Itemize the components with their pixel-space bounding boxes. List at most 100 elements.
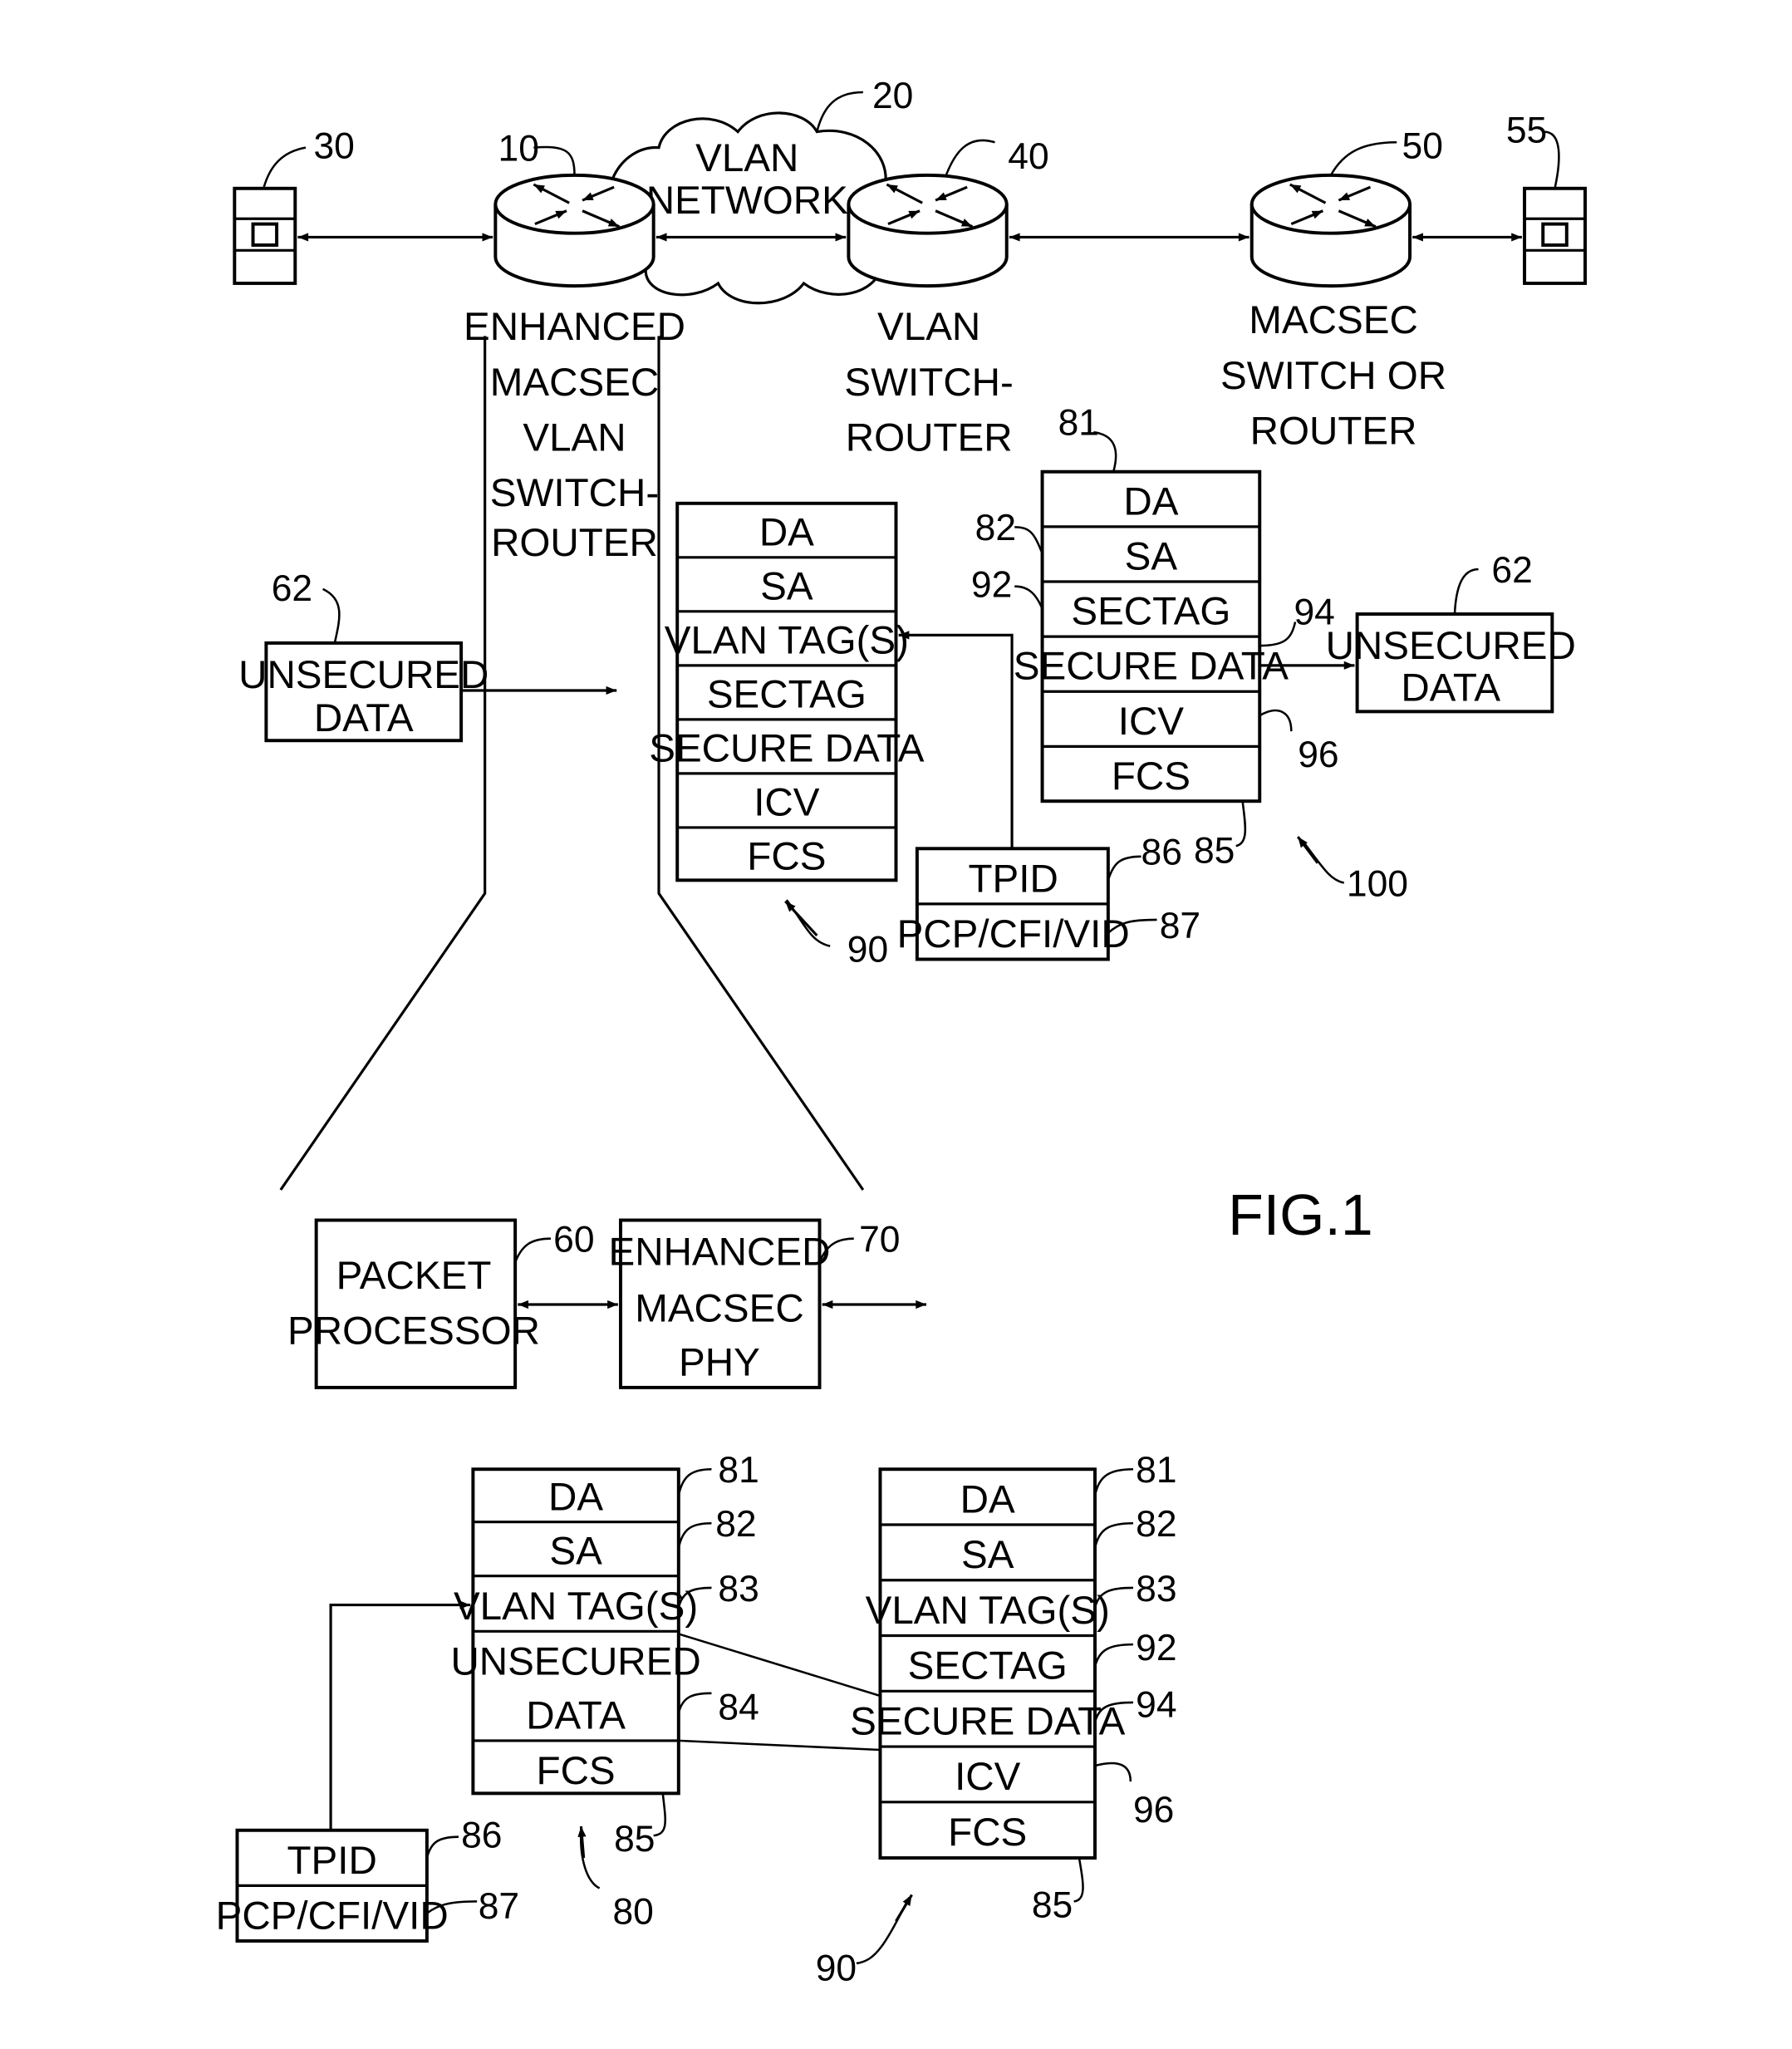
unsecured-data-right: UNSECURED DATA 62: [1326, 550, 1576, 711]
router-10-label: ENHANCED MACSEC VLAN SWITCH- ROUTER: [464, 305, 685, 565]
figure-label: FIG.1: [1228, 1182, 1372, 1247]
svg-text:81: 81: [1136, 1450, 1176, 1491]
ref-87: 87: [1160, 906, 1200, 946]
vlan-tag-bottom: TPID PCP/CFI/VID 86 87: [216, 1815, 520, 1941]
endpoint-30: 30: [234, 125, 355, 283]
svg-text:ROUTER: ROUTER: [491, 521, 658, 565]
svg-text:VLAN TAG(S): VLAN TAG(S): [454, 1585, 698, 1629]
svg-text:85: 85: [614, 1819, 655, 1860]
frame-field: SECTAG: [707, 673, 867, 717]
ref-70: 70: [859, 1220, 900, 1260]
router-10: 10: [495, 128, 653, 286]
ref-20: 20: [872, 76, 913, 116]
pointer-100: [1298, 837, 1318, 863]
svg-text:ROUTER: ROUTER: [1250, 409, 1417, 453]
svg-text:TPID: TPID: [287, 1839, 377, 1883]
frame-field: SA: [760, 565, 813, 609]
ref-30: 30: [313, 125, 354, 166]
svg-text:ENHANCED: ENHANCED: [609, 1230, 831, 1274]
router-40-label: VLAN SWITCH- ROUTER: [844, 305, 1013, 459]
expansion-line-left: [281, 336, 485, 1190]
svg-text:MACSEC: MACSEC: [490, 361, 660, 405]
vlan-tag-top: TPID PCP/CFI/VID 86 87: [897, 832, 1201, 959]
frame-field: VLAN TAG(S): [866, 1589, 1110, 1633]
mapping-line-data-start: [679, 1634, 881, 1696]
cloud-label-line1: VLAN: [695, 136, 798, 180]
svg-text:MACSEC: MACSEC: [1249, 298, 1418, 342]
svg-text:DATA: DATA: [1401, 666, 1500, 710]
ref-50: 50: [1402, 125, 1443, 166]
svg-text:VLAN: VLAN: [523, 415, 626, 459]
ref-55: 55: [1506, 110, 1547, 150]
svg-text:FCS: FCS: [537, 1749, 616, 1793]
pointer-90-bottom: [896, 1894, 912, 1921]
ref-10: 10: [498, 128, 539, 169]
frame-90-top: DASAVLAN TAG(S)SECTAGSECURE DATAICVFCS 9…: [649, 504, 925, 970]
svg-text:DA: DA: [548, 1475, 603, 1519]
svg-text:82: 82: [1136, 1504, 1176, 1545]
svg-text:ENHANCED: ENHANCED: [464, 305, 685, 349]
ref-90-top: 90: [847, 930, 888, 970]
ref-40: 40: [1008, 136, 1048, 177]
frame-field: DA: [960, 1477, 1015, 1521]
svg-text:SWITCH-: SWITCH-: [490, 471, 659, 515]
ref-62-right: 62: [1491, 550, 1532, 591]
frame-field: DA: [1123, 479, 1178, 523]
svg-text:83: 83: [1136, 1569, 1176, 1609]
svg-text:TPID: TPID: [968, 857, 1058, 902]
svg-text:85: 85: [1032, 1884, 1073, 1925]
frame-field: ICV: [955, 1755, 1021, 1799]
frame-field: FCS: [747, 835, 826, 879]
svg-text:94: 94: [1136, 1684, 1176, 1725]
svg-text:ROUTER: ROUTER: [846, 415, 1013, 459]
svg-text:87: 87: [479, 1886, 519, 1927]
frame-field: SECTAG: [1071, 590, 1230, 634]
frame-field: FCS: [948, 1811, 1027, 1855]
router-40: 40: [848, 136, 1048, 286]
svg-text:84: 84: [718, 1688, 759, 1728]
svg-text:UNSECURED: UNSECURED: [1326, 624, 1576, 668]
svg-text:86: 86: [461, 1815, 502, 1855]
pointer-90-top: [785, 902, 817, 936]
svg-text:83: 83: [718, 1569, 759, 1609]
ref-96: 96: [1298, 735, 1338, 775]
ref-85: 85: [1194, 831, 1235, 872]
svg-text:PCP/CFI/VID: PCP/CFI/VID: [897, 912, 1130, 956]
svg-text:PROCESSOR: PROCESSOR: [287, 1309, 540, 1354]
frame-field: SECURE DATA: [649, 727, 925, 771]
unsecured-data-left: UNSECURED DATA 62: [238, 568, 489, 740]
frame-field: SECURE DATA: [1014, 645, 1289, 689]
svg-text:SA: SA: [549, 1529, 602, 1573]
svg-text:92: 92: [1136, 1628, 1176, 1668]
ref-80: 80: [613, 1891, 654, 1932]
svg-text:MACSEC: MACSEC: [635, 1287, 804, 1331]
ref-62-left: 62: [272, 568, 312, 609]
svg-text:PCP/CFI/VID: PCP/CFI/VID: [216, 1894, 449, 1938]
frame-90-bottom: DASAVLAN TAG(S)SECTAGSECURE DATAICVFCS 8…: [816, 1450, 1177, 1988]
cloud-label-line2: NETWORK: [646, 179, 848, 223]
endpoint-55: 55: [1506, 110, 1585, 283]
ref-92: 92: [971, 564, 1012, 605]
frame-field: VLAN TAG(S): [665, 619, 909, 663]
svg-text:VLAN: VLAN: [877, 305, 980, 349]
frame-field: SECTAG: [908, 1644, 1068, 1688]
ref-82: 82: [975, 508, 1016, 548]
router-50-label: MACSEC SWITCH OR ROUTER: [1220, 298, 1446, 453]
ref-60: 60: [553, 1220, 594, 1260]
ref-81: 81: [1058, 402, 1099, 443]
svg-text:DATA: DATA: [314, 696, 414, 740]
ref-90-bottom: 90: [816, 1948, 857, 1989]
svg-text:81: 81: [718, 1450, 759, 1491]
svg-text:SWITCH-: SWITCH-: [844, 361, 1013, 405]
svg-text:UNSECURED: UNSECURED: [238, 653, 489, 697]
frame-field: FCS: [1112, 754, 1191, 798]
svg-text:82: 82: [715, 1504, 756, 1545]
frame-field: SA: [1125, 534, 1178, 578]
svg-text:96: 96: [1133, 1790, 1174, 1830]
svg-text:PACKET: PACKET: [336, 1254, 492, 1298]
frame-field: ICV: [754, 781, 820, 825]
frame-80: DA SA VLAN TAG(S) UNSECURED DATA FCS 81 …: [450, 1450, 759, 1932]
ref-86: 86: [1141, 832, 1182, 872]
frame-field: ICV: [1118, 700, 1185, 744]
